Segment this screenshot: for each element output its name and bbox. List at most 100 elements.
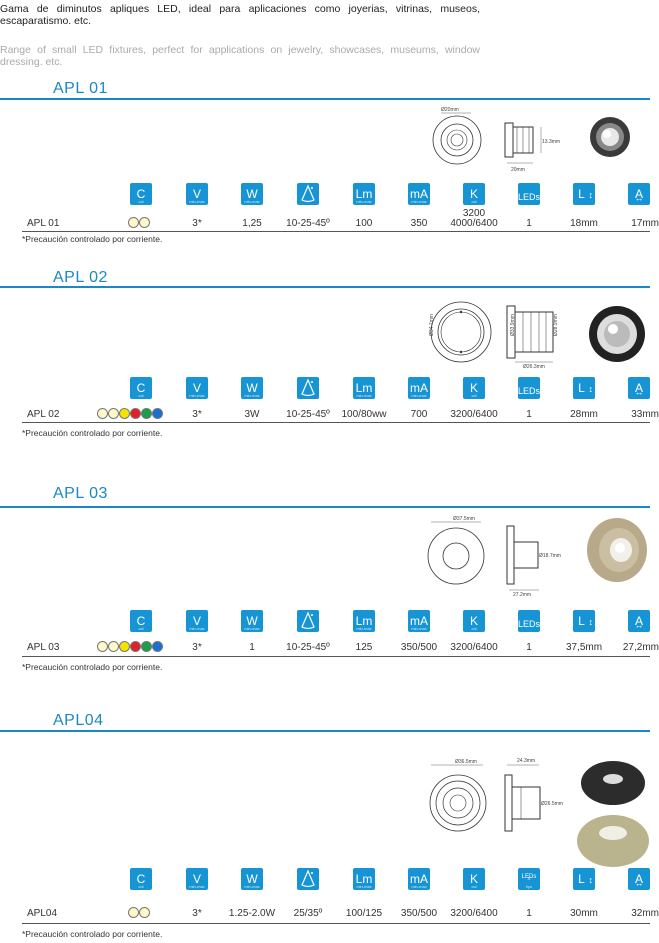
spec-lm: 100/80ww [341,409,387,420]
color-swatch [108,408,119,419]
horizontal-arrow-icon: ↔ [634,193,644,203]
product-photo [587,518,647,582]
spec-leds: 1 [526,642,532,653]
color-swatch [141,641,152,652]
color-swatch [141,408,152,419]
a-icon: A↔ [628,377,650,399]
product-title: APL04 [53,712,104,729]
spec-k: 3200/6400 [450,409,498,420]
k-icon-letter: K [469,381,478,395]
leds-icon-label: LEDs [518,619,541,629]
v-icon-letter: V [192,187,201,201]
a-icon: A↔ [628,868,650,890]
spec-angle: 25/35º [293,908,323,919]
spec-v: 3* [192,908,202,919]
leds-icon: LEDs [518,183,540,205]
k-icon-letter: K [469,872,478,886]
svg-text:Ø18.7mm: Ø18.7mm [539,553,561,559]
ma-icon-letter: mA [410,614,428,628]
leds-icon: LEDs [518,610,540,632]
lm-icon-letter: Lm [355,872,373,886]
product-title: APL 01 [53,80,108,97]
w-icon-letter: W [246,187,258,201]
spec-leds: 1 [526,908,532,919]
vertical-arrow-icon: ↕ [588,617,594,627]
color-swatch [128,217,139,228]
product-photo [589,306,645,362]
k-icon-sub: col [471,884,477,889]
beam-angle-icon [297,183,319,205]
spec-w: 3W [244,409,260,420]
vertical-arrow-icon: ↕ [588,190,594,200]
technical-drawing: Ø37.5mm Ø18.7mm 27.2mm [421,514,651,609]
spec-a: 32mm [631,908,659,919]
svg-text:Ø36.5mm: Ø36.5mm [455,759,477,765]
v-icon-letter: V [192,381,201,395]
vertical-arrow-icon: ↕ [588,384,594,394]
ma-icon-letter: mA [410,187,428,201]
dim-label: Ø20mm [441,107,459,113]
svg-text:24.3mm: 24.3mm [517,758,535,764]
a-icon-letter: A [634,381,643,395]
svg-text:Ø37.5mm: Ø37.5mm [453,516,475,522]
spec-underline [22,656,650,657]
technical-drawing: Ø20mm 13.3mm 20mm [425,105,645,190]
spec-leds: 1 [526,218,532,229]
svg-text:Ø28.9mm: Ø28.9mm [553,314,559,336]
horizontal-arrow-icon: ↔ [634,878,644,888]
leds-icon-sub2: tipo [525,884,533,889]
a-icon-letter: A [634,872,643,886]
v-icon-sub: min-max [189,884,205,889]
w-icon-sub: min-max [244,626,260,631]
v-icon-sub: min-max [189,626,205,631]
spec-l: 28mm [570,409,598,420]
svg-text:13.3mm: 13.3mm [542,139,560,145]
product-photo [577,761,649,867]
a-icon-letter: A [634,187,643,201]
leds-icon-label: LEDs [518,386,541,396]
w-icon-sub: min-max [244,393,260,398]
svg-text:Ø33.9mm: Ø33.9mm [510,314,516,336]
spec-k: 4000/6400 [450,218,498,229]
horizontal-arrow-icon: ↔ [634,620,644,630]
spec-lm: 125 [355,642,373,653]
spec-k: 3200/6400 [450,642,498,653]
technical-drawing: Ø36.5mm 24.3mm Ø26.5mm [421,757,651,877]
color-swatch [130,641,141,652]
spec-v: 3* [192,218,202,229]
svg-text:Ø34.7mm: Ø34.7mm [429,314,435,336]
v-icon-sub: min-max [189,199,205,204]
c-icon-sub: col [138,884,144,889]
section-divider [0,98,650,100]
technical-drawing: Ø34.7mm Ø33.9mm Ø28.9mm Ø26.3mm [419,300,649,385]
c-icon-letter: C [136,187,146,201]
color-swatch [97,641,108,652]
spec-angle: 10-25-45º [286,218,330,229]
k-icon-sub: col [471,393,477,398]
k-icon-sub: col [471,626,477,631]
spec-ma: 700 [410,409,428,420]
l-icon: L↕ [573,610,595,632]
v-icon-letter: V [192,872,201,886]
spec-v: 3* [192,409,202,420]
leds-icon-label: LEDs [518,192,541,202]
ma-icon-sub: min-max [411,393,427,398]
